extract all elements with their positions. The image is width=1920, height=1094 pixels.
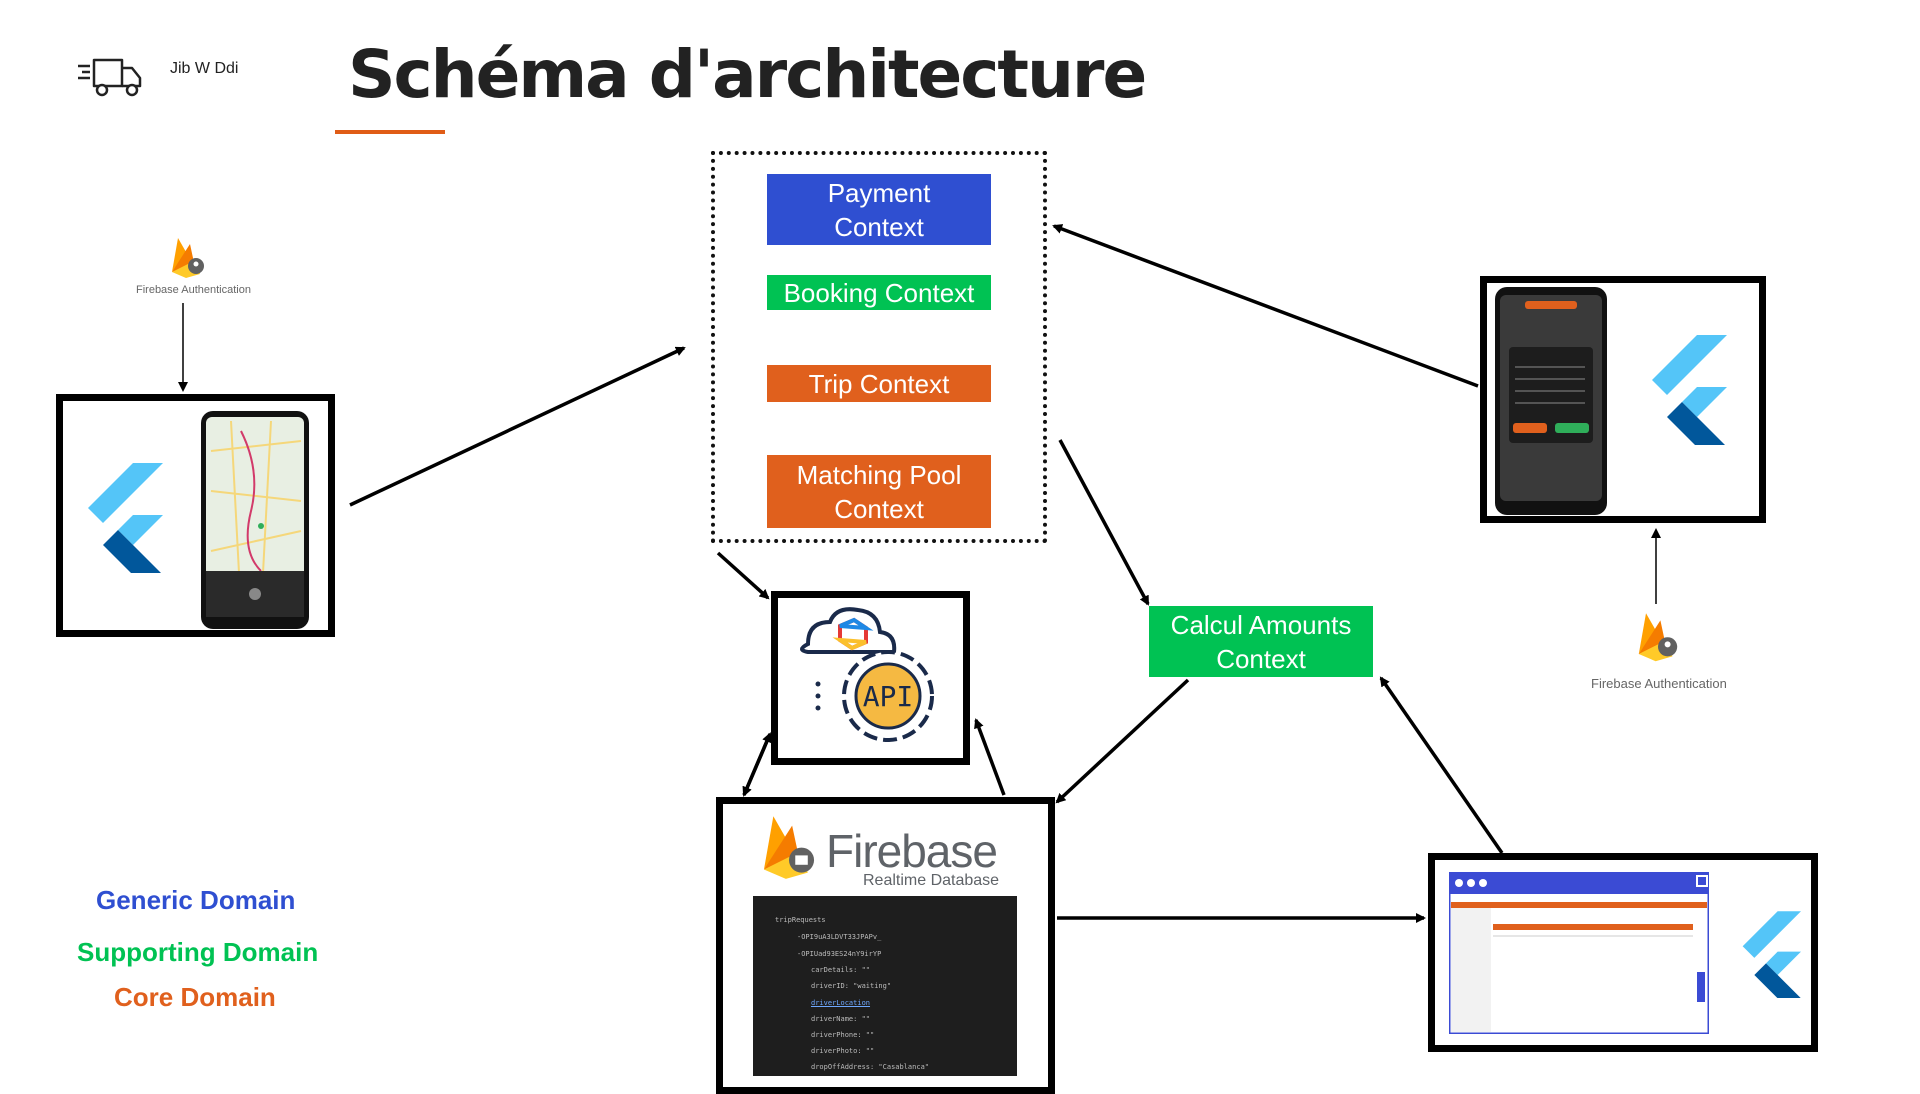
delivery-truck-icon <box>78 58 142 97</box>
admin-web-app-frame <box>1428 853 1818 1052</box>
flutter-logo-icon <box>1742 911 1801 998</box>
db-line: driverID: "waiting" <box>811 982 892 990</box>
title-underline <box>335 130 445 134</box>
firebase-auth-label-left: Firebase Authentication <box>136 284 251 296</box>
firebase-auth-label-right: Firebase Authentication <box>1591 676 1727 691</box>
db-line: dropOffAddress: "Casablanca" <box>811 1063 930 1071</box>
firebase-wordmark: Firebase <box>826 825 998 877</box>
flutter-logo-icon <box>88 463 163 573</box>
db-line: driverPhone: "" <box>811 1031 875 1039</box>
flutter-logo-icon <box>1652 335 1727 445</box>
legend-core-domain: Core Domain <box>114 982 276 1012</box>
firebase-subtitle: Realtime Database <box>863 872 1000 889</box>
arrow-web-to-calcul <box>1379 676 1504 854</box>
brand-name: Jib W Ddi <box>170 60 239 77</box>
calcul-amounts-context: Calcul Amounts Context <box>1149 606 1373 677</box>
firebase-logo-icon <box>763 816 815 879</box>
bounded-contexts-group <box>711 151 1047 543</box>
db-line: driverName: "" <box>811 1015 871 1023</box>
firebase-auth-icon <box>1638 613 1678 662</box>
firebase-auth-icon <box>172 238 204 278</box>
legend-generic-domain: Generic Domain <box>96 885 296 915</box>
cloud-api-gear-icon: API <box>800 607 934 742</box>
db-line: tripRequests <box>775 916 826 924</box>
db-line: driverLocation <box>811 999 871 1007</box>
customer-mobile-app-frame <box>56 394 335 637</box>
driver-mobile-app-frame <box>1480 276 1766 523</box>
booking-context: Booking Context <box>767 275 991 310</box>
legend-supporting-domain: Supporting Domain <box>77 937 319 967</box>
arrow-firebase-to-api-right <box>974 718 1006 796</box>
arrow-calcul-to-firebase <box>1055 678 1190 804</box>
arrow-left-app-to-contexts <box>349 346 686 507</box>
arrow-contexts-to-api <box>716 551 770 600</box>
arrow-driver-app-to-contexts <box>1052 224 1479 388</box>
db-line: -OPIUad93ES24nY9irYP <box>797 950 882 958</box>
trip-context: Trip Context <box>767 365 991 402</box>
db-line: carDetails: "" <box>811 966 871 974</box>
page-title: Schéma d'architecture <box>348 36 1147 113</box>
phone-map-screenshot <box>201 411 309 629</box>
matching-pool-context: Matching Pool Context <box>767 455 991 528</box>
phone-driver-screenshot <box>1495 287 1607 515</box>
arrow-contexts-to-calcul <box>1058 439 1150 606</box>
payment-context: Payment Context <box>767 174 991 245</box>
db-line: driverPhoto: "" <box>811 1047 875 1055</box>
arrow-api-firebase-left-up <box>742 732 772 796</box>
firebase-realtime-database-frame: Firebase Realtime Database tripRequests … <box>716 797 1055 1094</box>
db-line: -OPI9uA3LDVT33JPAPv_ <box>797 933 882 941</box>
api-label: API <box>863 680 914 713</box>
admin-dashboard-screenshot <box>1449 872 1709 1034</box>
database-tree-panel: tripRequests -OPI9uA3LDVT33JPAPv_ -OPIUa… <box>753 896 1017 1076</box>
api-gateway-frame: API <box>771 591 970 765</box>
